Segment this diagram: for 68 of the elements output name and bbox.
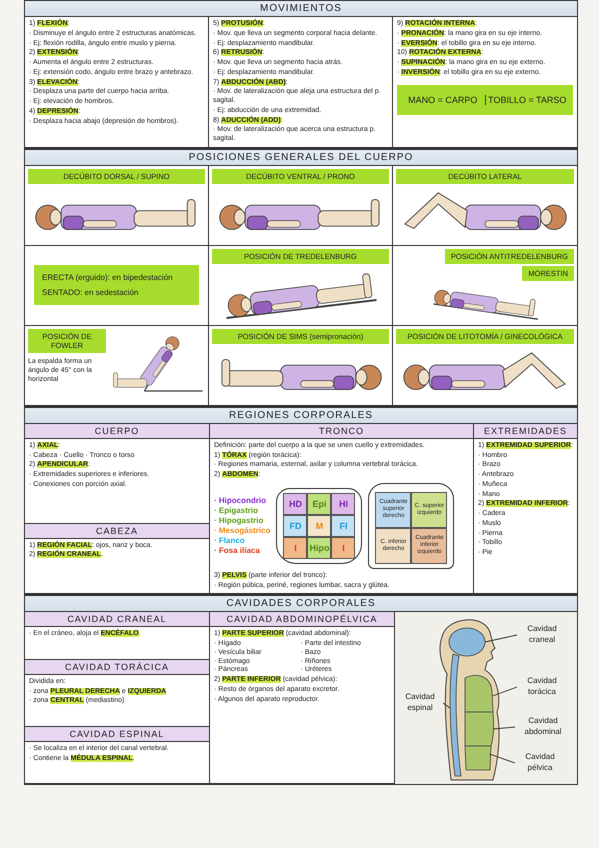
abdomen-region: Hipo — [307, 536, 332, 559]
equivalence-box — [397, 84, 573, 114]
content-panel — [25, 424, 210, 524]
section-panel — [25, 406, 577, 596]
content-panel — [393, 17, 577, 148]
column-header: CUERPO — [25, 424, 209, 439]
equivalence-text: TOBILLO = TARSO — [484, 94, 569, 104]
leader-line — [484, 634, 518, 643]
content-panel — [25, 612, 210, 660]
content-panel — [25, 524, 210, 594]
body-cavity-region — [464, 675, 494, 713]
position-panel — [25, 326, 209, 406]
content-panel — [25, 17, 209, 148]
abdomen-region: M — [307, 514, 332, 537]
list-item: · Hipogastrio — [214, 516, 264, 526]
section-panel — [25, 595, 577, 786]
abdomen-region: HD — [283, 492, 308, 515]
equivalence-text: MANO = CARPO — [407, 94, 478, 104]
body-cavity-region — [464, 746, 492, 771]
position-panel — [25, 166, 209, 246]
column-header: CABEZA — [25, 524, 209, 539]
section-panel — [25, 148, 577, 407]
column-header: TRONCO — [210, 424, 473, 439]
cavity-label: Cavidad craneal — [519, 624, 565, 646]
column-header: CAVIDAD TORÁCICA — [25, 660, 209, 675]
section-title: CAVIDADES CORPORALES — [25, 595, 577, 612]
abdomen-region: FD — [283, 514, 308, 537]
cavity-label: Cavidad pélvica — [517, 752, 563, 774]
content-panel — [474, 424, 577, 594]
leader-line — [489, 754, 516, 764]
section-title: MOVIMIENTOS — [25, 0, 577, 17]
body-cavity-region — [450, 654, 462, 777]
leader-line — [493, 726, 516, 730]
leader-line — [492, 686, 518, 697]
body-cavity-region — [464, 712, 494, 747]
list-item: · Mesogástrico — [214, 526, 270, 536]
section-panel — [25, 0, 577, 149]
column-header: CAVIDAD CRANEAL — [25, 612, 209, 628]
list-item: · Fosa ilíaca — [214, 546, 261, 556]
position-description: ERECTA (erguido): en bipedestación — [42, 273, 174, 282]
position-panel — [25, 246, 209, 326]
content-panel — [210, 612, 395, 784]
content-panel — [25, 726, 210, 784]
cavity-label: Cavidad abdominal — [517, 716, 569, 738]
content-panel — [210, 424, 474, 594]
abdomen-region: I — [283, 536, 308, 559]
abdomen-region: I — [331, 536, 356, 559]
abdomen-region: Epi — [307, 492, 332, 515]
column-header: CAVIDAD ESPINAL — [25, 726, 209, 742]
position-panel — [209, 326, 393, 406]
position-panel — [209, 246, 393, 326]
list-item: · Hipocondrio — [214, 496, 267, 506]
body-cavity-region — [448, 628, 486, 657]
abdomen-region: FI — [331, 514, 356, 537]
section-title: POSICIONES GENERALES DEL CUERPO — [25, 148, 577, 166]
position-panel — [209, 166, 393, 246]
position-description: SENTADO: en sedestación — [42, 288, 140, 298]
content-panel — [209, 17, 393, 148]
list-item: · Flanco — [214, 536, 246, 546]
column-header: CAVIDAD ABDOMINOPÉLVICA — [210, 612, 394, 628]
abdomen-region: HI — [331, 492, 356, 515]
cavity-label: Cavidad espinal — [399, 692, 441, 714]
column-header: EXTREMIDADES — [474, 424, 577, 439]
content-panel — [25, 660, 210, 727]
leader-line — [442, 702, 450, 709]
section-title: REGIONES CORPORALES — [25, 406, 577, 424]
list-item: · Epigastrio — [214, 506, 260, 516]
cavity-label: Cavidad torácica — [519, 676, 565, 698]
